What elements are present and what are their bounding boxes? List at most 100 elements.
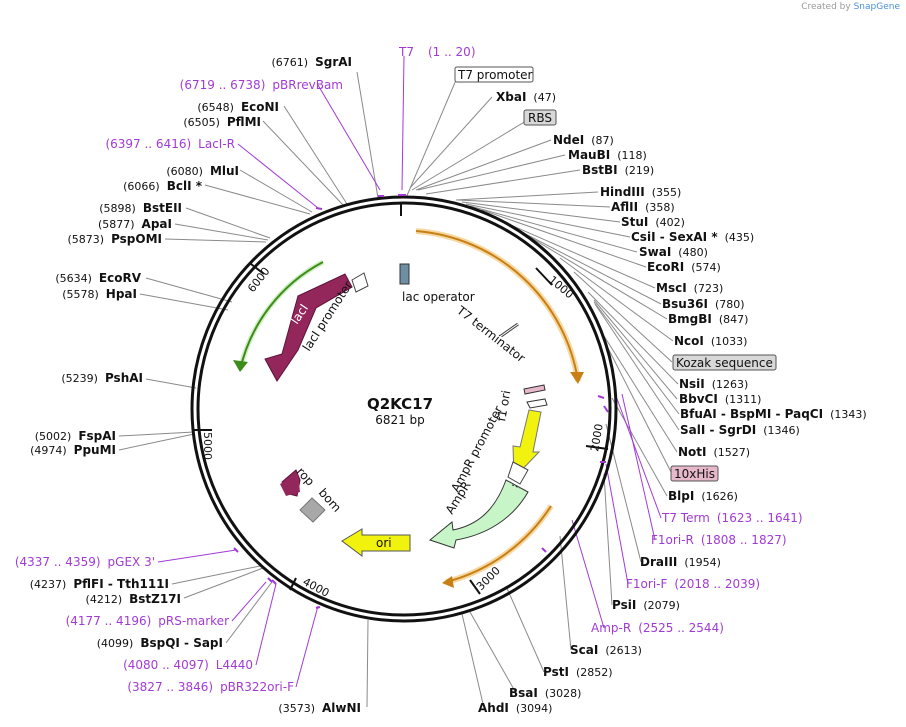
boxed-label-10xhis: 10xHis [670,465,719,482]
lower-orf-arrowhead [442,576,454,588]
site-position: (219) [625,164,655,177]
site-label-fspai: (5002)FspAI [35,429,116,443]
site-name: T7 [398,45,414,59]
site-position: (4337 .. 4359) [15,555,101,569]
site-position: (3094) [516,702,553,715]
site-position: (118) [617,149,647,162]
site-position: (5239) [61,372,98,385]
site-name: LacI-R [198,137,235,151]
site-position: (3827 .. 3846) [127,680,213,694]
label-ori: ori [376,536,392,550]
lac-operator-box [399,263,410,285]
site-name: pRS-marker [158,614,229,628]
site-name: MscI [656,281,687,295]
site-position: (5873) [67,233,104,246]
t7-promoter-text: T7 promoter [457,68,533,82]
site-position: (6719 .. 6738) [180,78,266,92]
tick-mark [469,579,481,595]
site-name: pBRrevBam [272,78,343,92]
kozak-text: Kozak sequence [676,356,773,370]
site-label-bmgbi: BmgBI(847) [668,312,748,326]
site-position: (435) [725,231,755,244]
site-name: BmgBI [668,312,712,326]
site-name: HpaI [106,287,137,301]
site-position: (1263) [712,378,749,391]
site-name: CsiI - SexAI * [631,230,718,244]
site-position: (4177 .. 4196) [66,614,152,628]
site-name: EcoRV [99,271,142,285]
site-name: AflII [611,200,638,214]
backbone-outer-strand [190,195,618,623]
site-label-bspqi-sapi: (4099)BspQI - SapI [97,636,223,650]
site-label-mlui: (6080)MluI [166,164,239,178]
site-position: (4237) [30,578,67,591]
site-position: (2018 .. 2039) [674,577,760,591]
site-label-psii: PsiI(2079) [612,598,680,612]
site-name: BsaI [509,686,538,700]
site-label-pshai: (5239) PshAI [61,371,143,385]
primer-markers [233,194,609,609]
site-label-blpi: BlpI(1626) [668,489,738,503]
site-name: PpuMI [74,443,116,457]
site-position: (6761) [272,56,309,69]
lower-orf-arc [445,505,552,583]
tick-label: 5000 [201,432,214,460]
site-label-pflmi: (6505)PflMI [183,115,261,129]
site-name: BfuAI - BspMI - PaqCI [680,407,823,421]
boxed-label-kozak: Kozak sequence [672,354,777,371]
site-name: F1ori-F [626,577,667,591]
site-label-bstbi: BstBI(219) [582,163,654,177]
site-label-msci: MscI(723) [656,281,723,295]
site-name: PspOMI [111,232,162,246]
site-position: (355) [652,186,682,199]
tick-label: 6000 [245,265,272,295]
tick-mark [585,445,609,450]
site-position: (4080 .. 4097) [123,658,209,672]
site-label-pflfi-tth111i: (4237)PflFI - Tth111I [30,577,169,591]
site-name: PshAI [105,371,143,385]
site-position: (480) [678,246,708,259]
site-name: SgrAI [315,55,352,69]
ampr-promoter-box [507,461,529,485]
site-position: (5898) [99,202,136,215]
label-t7-terminator: T7 terminator [453,303,528,366]
site-position: (87) [591,134,614,147]
site-name: FspAI [78,429,116,443]
site-position: (3573) [278,702,315,715]
tick-mark [535,267,553,286]
credit-prefix: Created by [801,2,851,12]
site-position: (6505) [183,116,220,129]
boxed-label-t7-promoter: T7 promoter [454,66,534,83]
tick-label: 2000 [588,423,606,453]
site-label-pbrrevbam: (6719 .. 6738) pBRrevBam [180,78,343,92]
site-label-alwni: (3573)AlwNI [278,701,361,715]
site-label-sgrai: (6761) SgrAI [272,55,352,69]
site-label-ppumi: (4974)PpuMI [30,443,116,457]
site-label-bcli: (6066)BclI * [123,179,203,193]
site-label-f1ori-r: F1ori-R(1808 .. 1827) [651,533,787,547]
site-label-ahdi: AhdI (3094) [478,701,552,715]
restriction-site-labels: T7(1 .. 20) (6761) SgrAI (6719 .. 6738) pBRr… [15,45,867,715]
site-name: pBR322ori-F [220,680,294,694]
site-position: (1311) [725,393,762,406]
site-position: (6397 .. 6416) [105,137,191,151]
site-position: (1033) [711,335,748,348]
site-name: StuI [621,215,648,229]
site-label-pspomi: (5873) PspOMI [67,232,162,246]
rop-arrow [280,474,300,496]
ampr-gene [428,479,529,549]
site-name: AhdI [478,701,509,715]
site-position: (1623 .. 1641) [717,511,803,525]
site-name: L4440 [216,658,253,672]
orf-arc [415,230,579,382]
site-position: (6066) [123,180,160,193]
site-name: MauBI [568,148,610,162]
site-label-bsu36i: Bsu36I(780) [662,297,745,311]
backbone-inner-strand [196,201,612,617]
site-position: (1626) [701,490,738,503]
site-label-prs-marker: (4177 .. 4196) pRS-marker [66,614,229,628]
site-label-t7: T7(1 .. 20) [398,45,476,59]
his-tag-box [523,384,546,395]
site-position: (1343) [830,408,867,421]
